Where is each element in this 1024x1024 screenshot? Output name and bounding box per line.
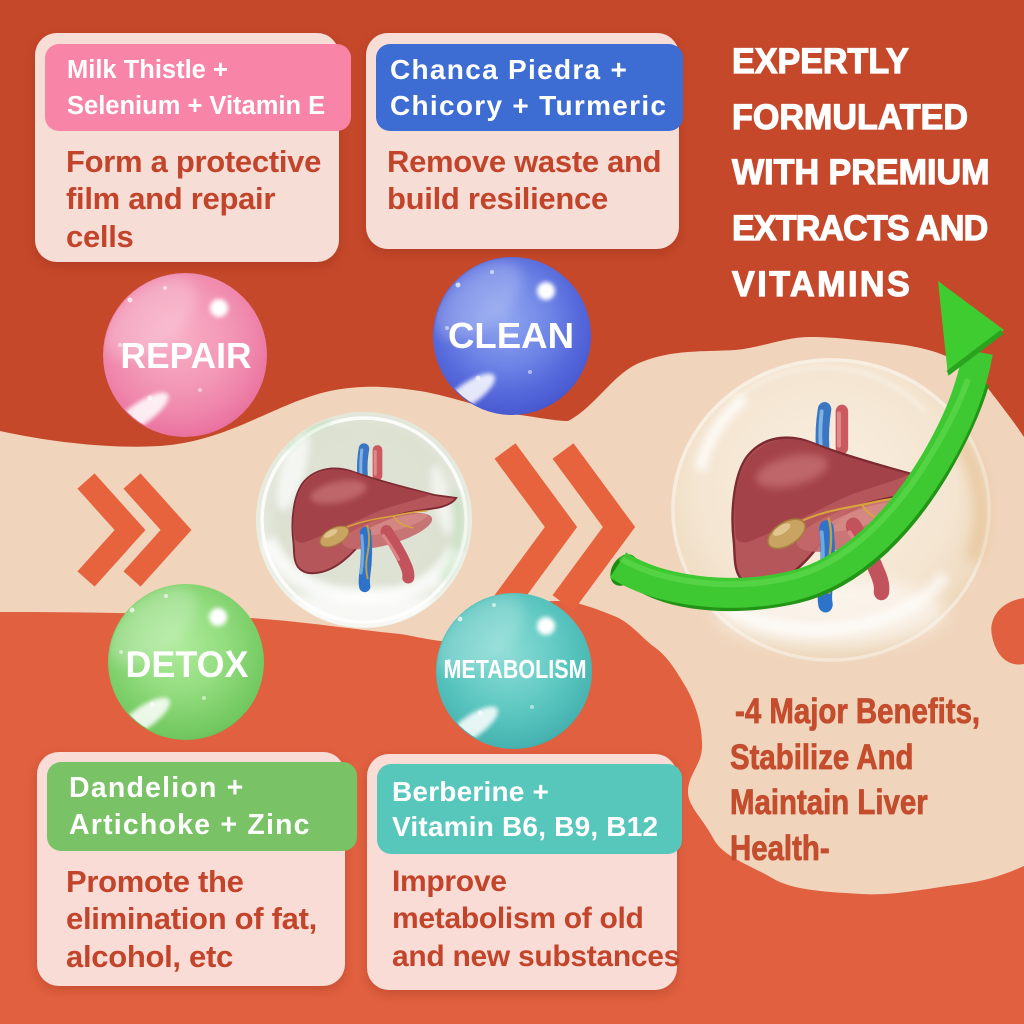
svg-text:METABOLISM: METABOLISM bbox=[444, 654, 587, 684]
svg-text:DETOX: DETOX bbox=[126, 644, 249, 685]
svg-text:REPAIR: REPAIR bbox=[121, 335, 252, 376]
svg-text:CLEAN: CLEAN bbox=[448, 315, 574, 356]
